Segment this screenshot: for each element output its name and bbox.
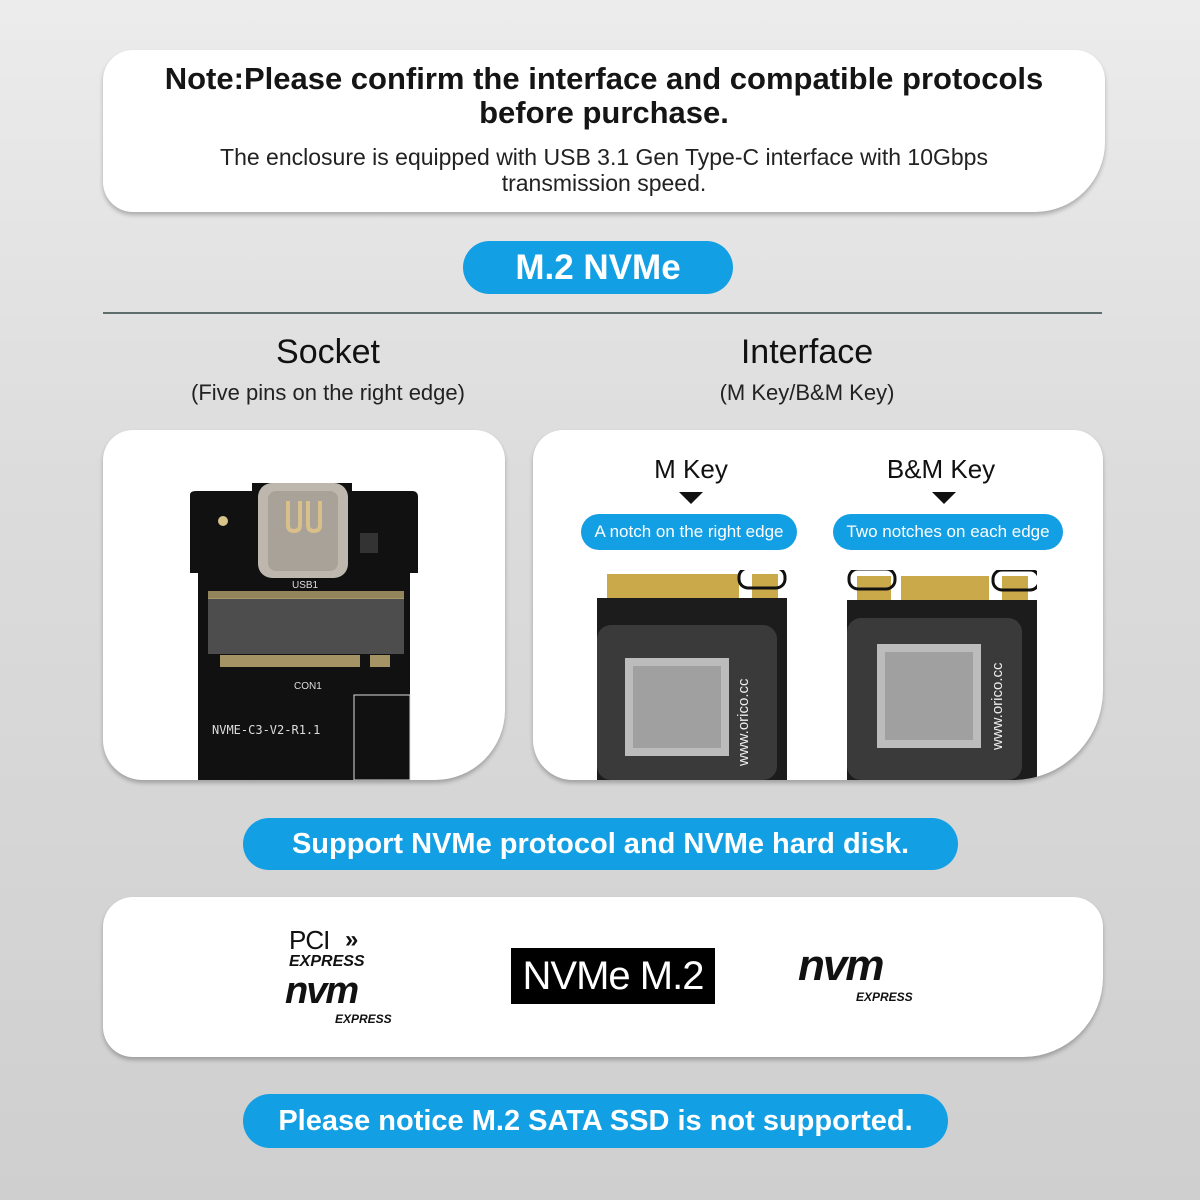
nvm-express-logo: nvm EXPRESS [798,943,948,1007]
bm-key-label: B&M Key [886,454,996,484]
interface-card: M Key A notch on the right edge www.oric… [533,430,1103,780]
note-body: The enclosure is equipped with USB 3.1 G… [220,144,988,196]
pci-chevron-icon: » [345,926,359,953]
socket-subtitle: (Five pins on the right edge) [191,380,465,405]
logos-card: PCI » EXPRESS nvm EXPRESS NVMe M.2 nvm E… [103,897,1103,1057]
nvm-express-text: EXPRESS [335,1012,392,1026]
note-title: Note:Please confirm the interface and co… [164,61,1044,130]
nvme-m2-logo: NVMe M.2 [511,948,715,1004]
pci-logo-text: PCI [289,925,330,955]
m-key-label: M Key [654,454,728,484]
m-key-desc: A notch on the right edge [581,514,797,550]
m2-nvme-badge: M.2 NVMe [463,241,733,294]
socket-card: USB1 CON1 NVME-C3-V2-R1.1 [103,430,505,780]
nvm-logo-text: nvm [285,970,359,1012]
express-logo-text: EXPRESS [289,953,365,970]
bm-key-desc: Two notches on each edge [833,514,1063,550]
support-banner: Support NVMe protocol and NVMe hard disk… [243,818,958,870]
bm-key-ssd-photo: www.orico.cc [847,567,1041,780]
bm-key-site-text: www.orico.cc [989,662,1006,750]
pci-express-nvm-logo: PCI » EXPRESS nvm EXPRESS [285,927,435,1029]
bm-key-arrow-icon [932,492,956,504]
nvm-express-text-2: EXPRESS [856,990,913,1004]
pcb-usb-label: USB1 [292,580,319,591]
warning-banner: Please notice M.2 SATA SSD is not suppor… [243,1094,948,1148]
interface-title: Interface [740,333,874,371]
pcb-photo: USB1 CON1 NVME-C3-V2-R1.1 [190,483,418,780]
interface-subtitle: (M Key/B&M Key) [719,380,895,405]
pcb-model-label: NVME-C3-V2-R1.1 [212,723,321,737]
pcb-con-label: CON1 [294,681,322,692]
socket-title: Socket [276,333,380,371]
nvm-logo-text-2: nvm [798,941,884,990]
m-key-site-text: www.orico.cc [735,678,752,766]
note-card: Note:Please confirm the interface and co… [103,50,1105,212]
divider [103,312,1102,314]
m-key-arrow-icon [679,492,703,504]
m-key-ssd-photo: www.orico.cc [597,566,787,780]
